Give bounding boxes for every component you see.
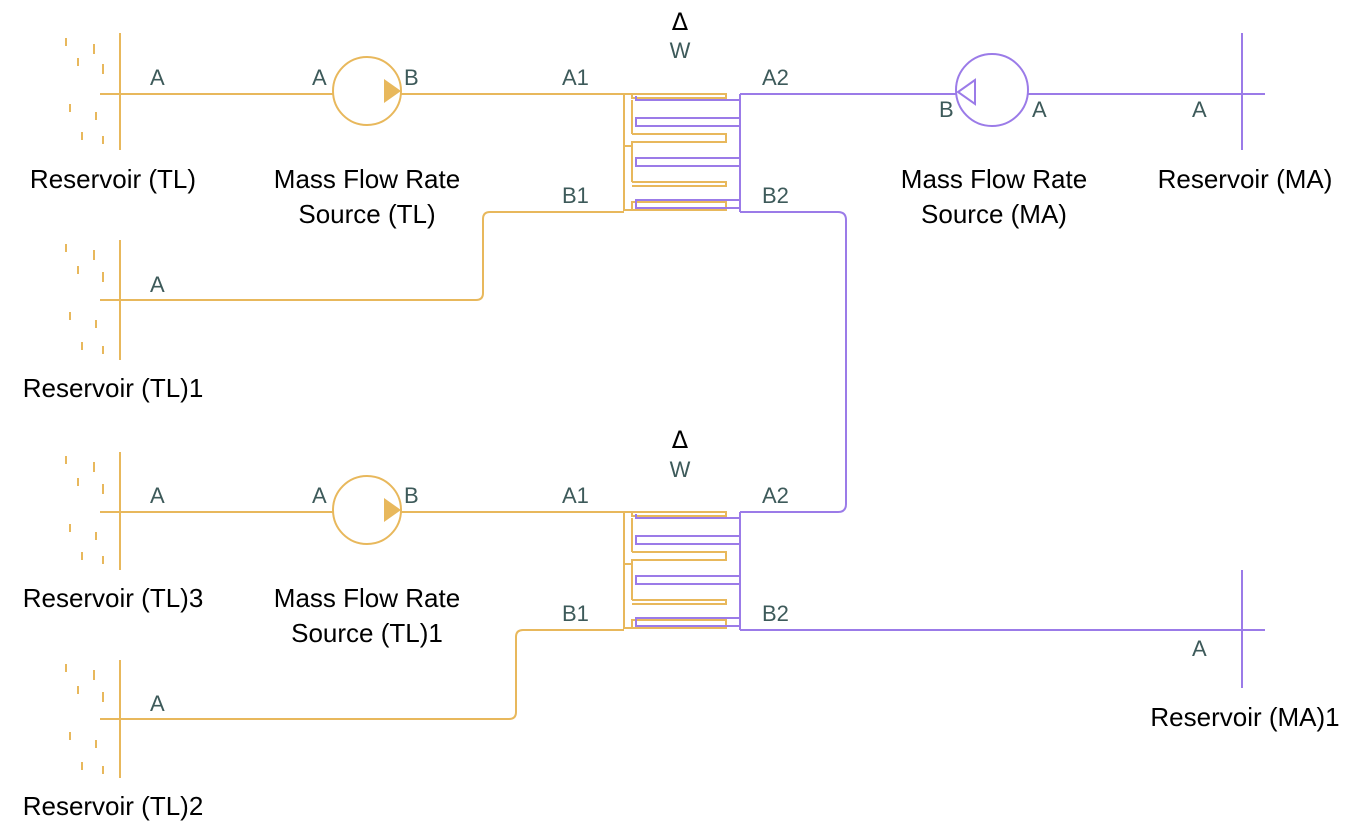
reservoir-tl2-icon (65, 660, 121, 778)
reservoir-tl1-icon (65, 240, 121, 360)
mfr-source-ma-port-a: A (1032, 97, 1047, 122)
mfr-source-tl1-arrow-icon (384, 498, 401, 522)
reservoir-ma-port-a: A (1192, 97, 1207, 122)
hx-bottom-delta-icon: Δ (672, 426, 689, 454)
mfr-source-ma-circle (955, 53, 1029, 127)
reservoir-tl-icon (65, 33, 121, 150)
moist-air-connections (740, 93, 1265, 631)
heat-exchanger-bottom[interactable]: Δ W A1 B1 A2 B2 (562, 426, 789, 630)
ma-line-hx-top-b2-to-hx-bottom-a2[interactable] (740, 211, 847, 513)
reservoir-tl1[interactable]: A Reservoir (TL)1 (23, 240, 204, 403)
reservoir-tl3-port-a: A (150, 483, 165, 508)
reservoir-ma1-port-a: A (1192, 636, 1207, 661)
mfr-source-tl1-label-line1: Mass Flow Rate (274, 583, 460, 613)
mfr-source-tl1-port-b: B (404, 483, 419, 508)
reservoir-tl1-label: Reservoir (TL)1 (23, 373, 204, 403)
hx-bottom-port-w: W (670, 457, 691, 482)
hx-bottom-thermal-liquid-channel (623, 511, 727, 629)
mfr-source-ma-arrow-icon (956, 78, 976, 106)
hx-top-thermal-liquid-channel (623, 93, 727, 211)
hx-bottom-port-b1: B1 (562, 601, 589, 626)
reservoir-tl[interactable]: A Reservoir (TL) (30, 33, 196, 194)
tl-line-reservoir1-to-hx-top-b1[interactable] (100, 211, 624, 301)
mfr-source-tl1-label-line2: Source (TL)1 (291, 618, 443, 648)
reservoir-ma1-label: Reservoir (MA)1 (1150, 702, 1339, 732)
hx-bottom-port-a2: A2 (762, 483, 789, 508)
mfr-source-tl-label-line2: Source (TL) (298, 199, 435, 229)
reservoir-tl2-label: Reservoir (TL)2 (23, 791, 204, 821)
mfr-source-tl-port-b: B (404, 65, 419, 90)
reservoir-tl1-port-a: A (150, 272, 165, 297)
reservoir-tl3-label: Reservoir (TL)3 (23, 583, 204, 613)
mass-flow-rate-source-ma[interactable]: B A Mass Flow Rate Source (MA) (901, 53, 1087, 229)
mfr-source-tl-arrow-icon (384, 79, 401, 103)
mass-flow-rate-source-tl1[interactable]: A B Mass Flow Rate Source (TL)1 (274, 475, 460, 648)
reservoir-tl2-port-a: A (150, 691, 165, 716)
mfr-source-ma-port-b: B (939, 97, 954, 122)
mfr-source-tl1-port-a: A (312, 483, 327, 508)
reservoir-tl-port-a: A (150, 65, 165, 90)
hx-bottom-port-a1: A1 (562, 483, 589, 508)
mfr-source-ma-label-line2: Source (MA) (921, 199, 1067, 229)
hx-top-port-a2: A2 (762, 65, 789, 90)
tl-line-reservoir2-to-hx-bottom-b1[interactable] (100, 629, 624, 720)
reservoir-tl3[interactable]: A Reservoir (TL)3 (23, 452, 204, 613)
hx-top-delta-icon: Δ (672, 8, 689, 36)
reservoir-tl2[interactable]: A Reservoir (TL)2 (23, 660, 204, 821)
heat-exchanger-top[interactable]: Δ W A1 B1 A2 B2 (562, 8, 789, 212)
hx-top-port-w: W (670, 38, 691, 63)
mfr-source-tl-port-a: A (312, 65, 327, 90)
hx-top-moist-air-channel (635, 94, 741, 212)
reservoir-ma-label: Reservoir (MA) (1158, 164, 1333, 194)
reservoir-tl3-icon (65, 452, 121, 570)
hx-top-port-a1: A1 (562, 65, 589, 90)
hx-bottom-port-b2: B2 (762, 601, 789, 626)
mfr-source-ma-label-line1: Mass Flow Rate (901, 164, 1087, 194)
reservoir-ma1[interactable]: A Reservoir (MA)1 (1150, 570, 1340, 732)
hx-bottom-moist-air-channel (635, 512, 741, 630)
mfr-source-tl-label-line1: Mass Flow Rate (274, 164, 460, 194)
reservoir-tl-label: Reservoir (TL) (30, 164, 196, 194)
hx-top-port-b2: B2 (762, 183, 789, 208)
reservoir-ma[interactable]: A Reservoir (MA) (1158, 33, 1333, 194)
thermal-liquid-connections (100, 93, 624, 720)
hx-top-port-b1: B1 (562, 183, 589, 208)
mass-flow-rate-source-tl[interactable]: A B Mass Flow Rate Source (TL) (274, 56, 460, 229)
